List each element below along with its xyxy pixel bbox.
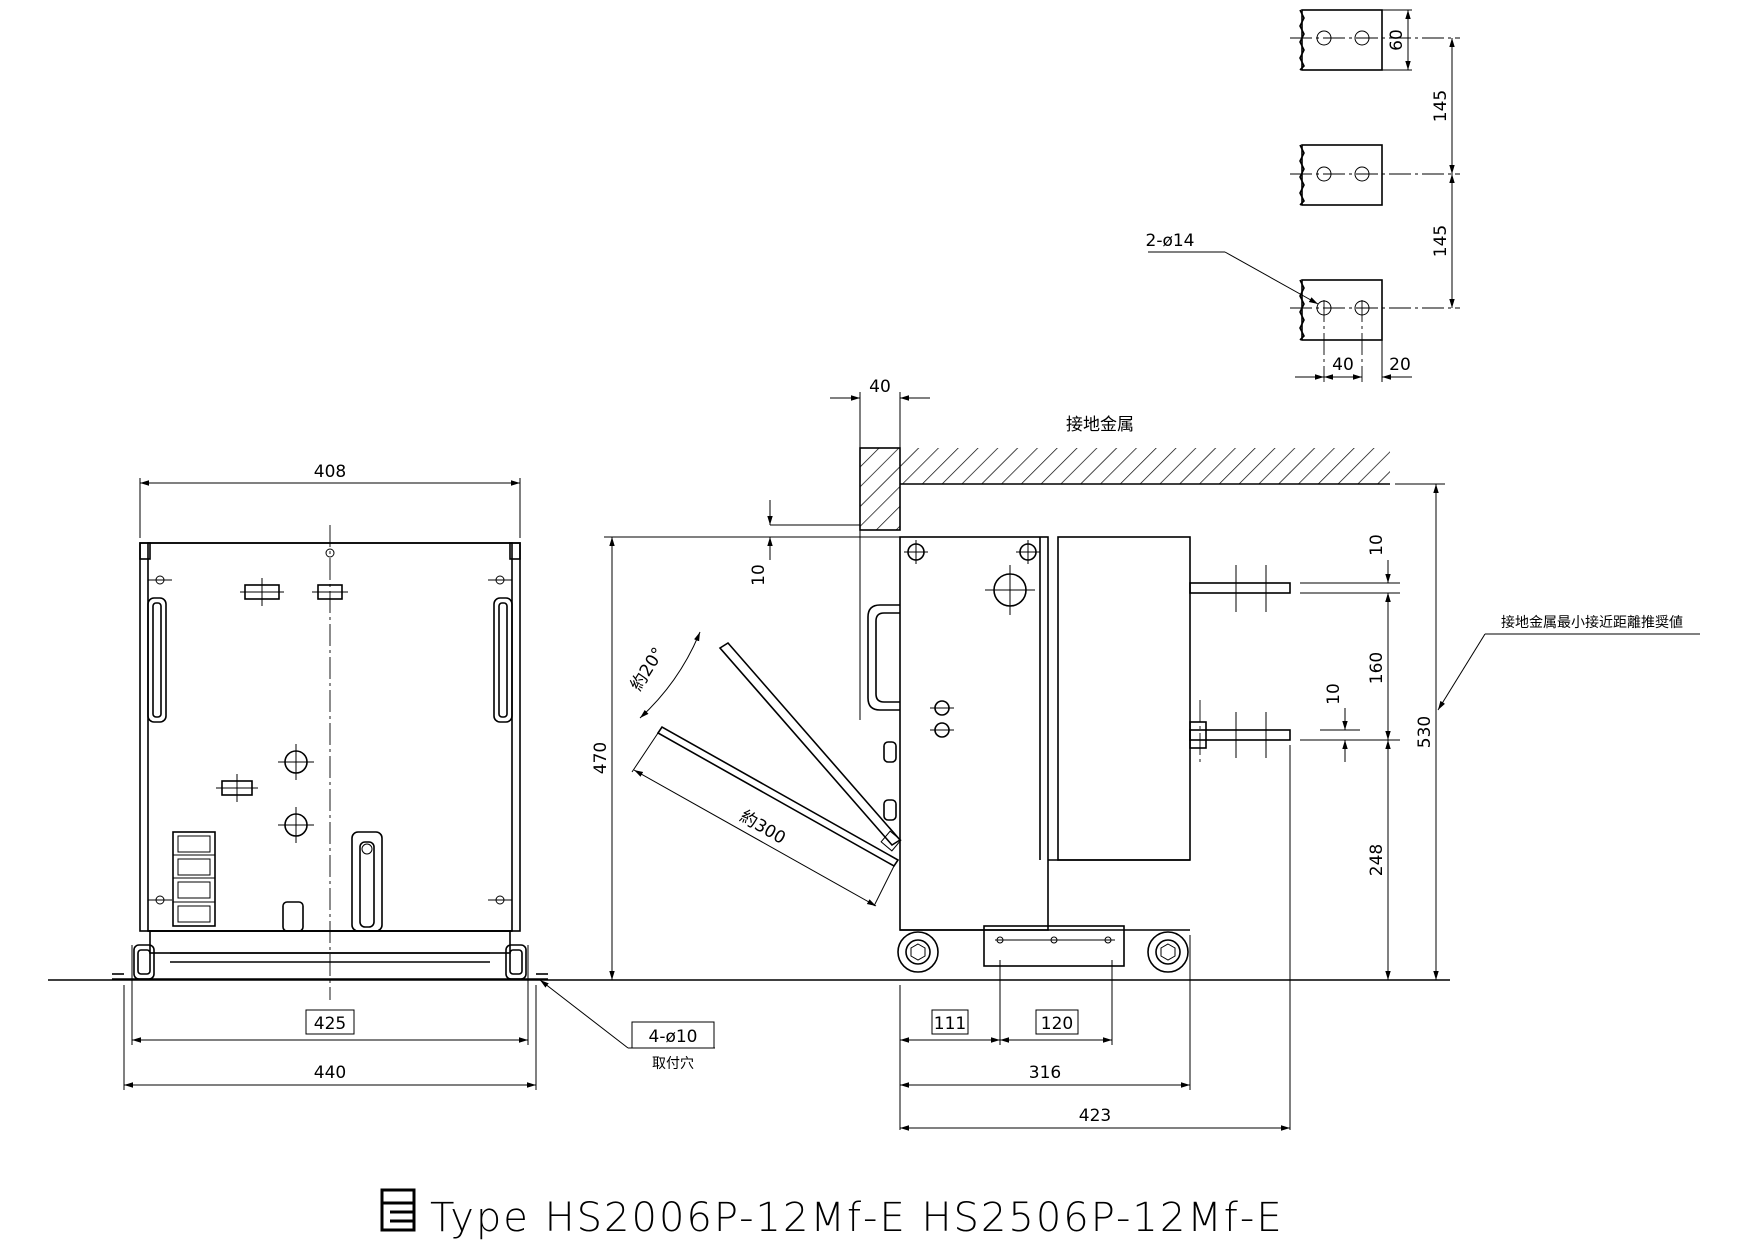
dim-440: 440	[314, 1063, 346, 1083]
dim-425: 425	[314, 1014, 346, 1034]
dim-470: 470	[591, 742, 611, 774]
title-block: Type HS2006P-12Mf-E HS2506P-12Mf-E	[380, 1188, 1284, 1240]
ground-metal-label: 接地金属	[1066, 415, 1134, 435]
dim-detail-20: 20	[1389, 355, 1411, 375]
dim-423: 423	[1079, 1106, 1111, 1126]
terminal-detail: 60 145 145 2-ø14 40 20	[1146, 9, 1460, 382]
side-dimensions: 40 接地金属 470 10 約20° 約300 111 120 316	[591, 377, 1700, 1131]
front-dimensions: 408 425 440 4-ø10 取付穴	[123, 462, 715, 1090]
dim-316: 316	[1029, 1063, 1061, 1083]
dim-10-mid: 10	[1324, 683, 1344, 705]
dim-530: 530	[1415, 716, 1435, 748]
dim-160: 160	[1367, 652, 1387, 684]
dim-40-wall: 40	[869, 377, 891, 397]
dim-408: 408	[314, 462, 346, 482]
side-view	[656, 447, 1390, 973]
dim-120: 120	[1041, 1014, 1073, 1034]
dim-60: 60	[1387, 29, 1407, 51]
dim-detail-40: 40	[1332, 355, 1354, 375]
mount-holes-label: 4-ø10	[649, 1027, 698, 1047]
brand-logo-icon	[380, 1188, 416, 1232]
clearance-note: 接地金属最小接近距離推奨値	[1501, 614, 1683, 631]
dim-145-b: 145	[1431, 225, 1451, 257]
dim-111: 111	[934, 1014, 966, 1034]
dim-angle: 約20°	[627, 644, 669, 695]
front-view	[112, 525, 548, 1000]
dim-248: 248	[1367, 844, 1387, 876]
dim-10-gap: 10	[749, 564, 769, 586]
detail-holes: 2-ø14	[1146, 231, 1195, 251]
dim-145-a: 145	[1431, 90, 1451, 122]
mount-holes-note: 取付穴	[652, 1056, 694, 1072]
dim-10-top: 10	[1367, 534, 1387, 556]
model-title: Type HS2006P-12Mf-E HS2506P-12Mf-E	[430, 1195, 1284, 1240]
